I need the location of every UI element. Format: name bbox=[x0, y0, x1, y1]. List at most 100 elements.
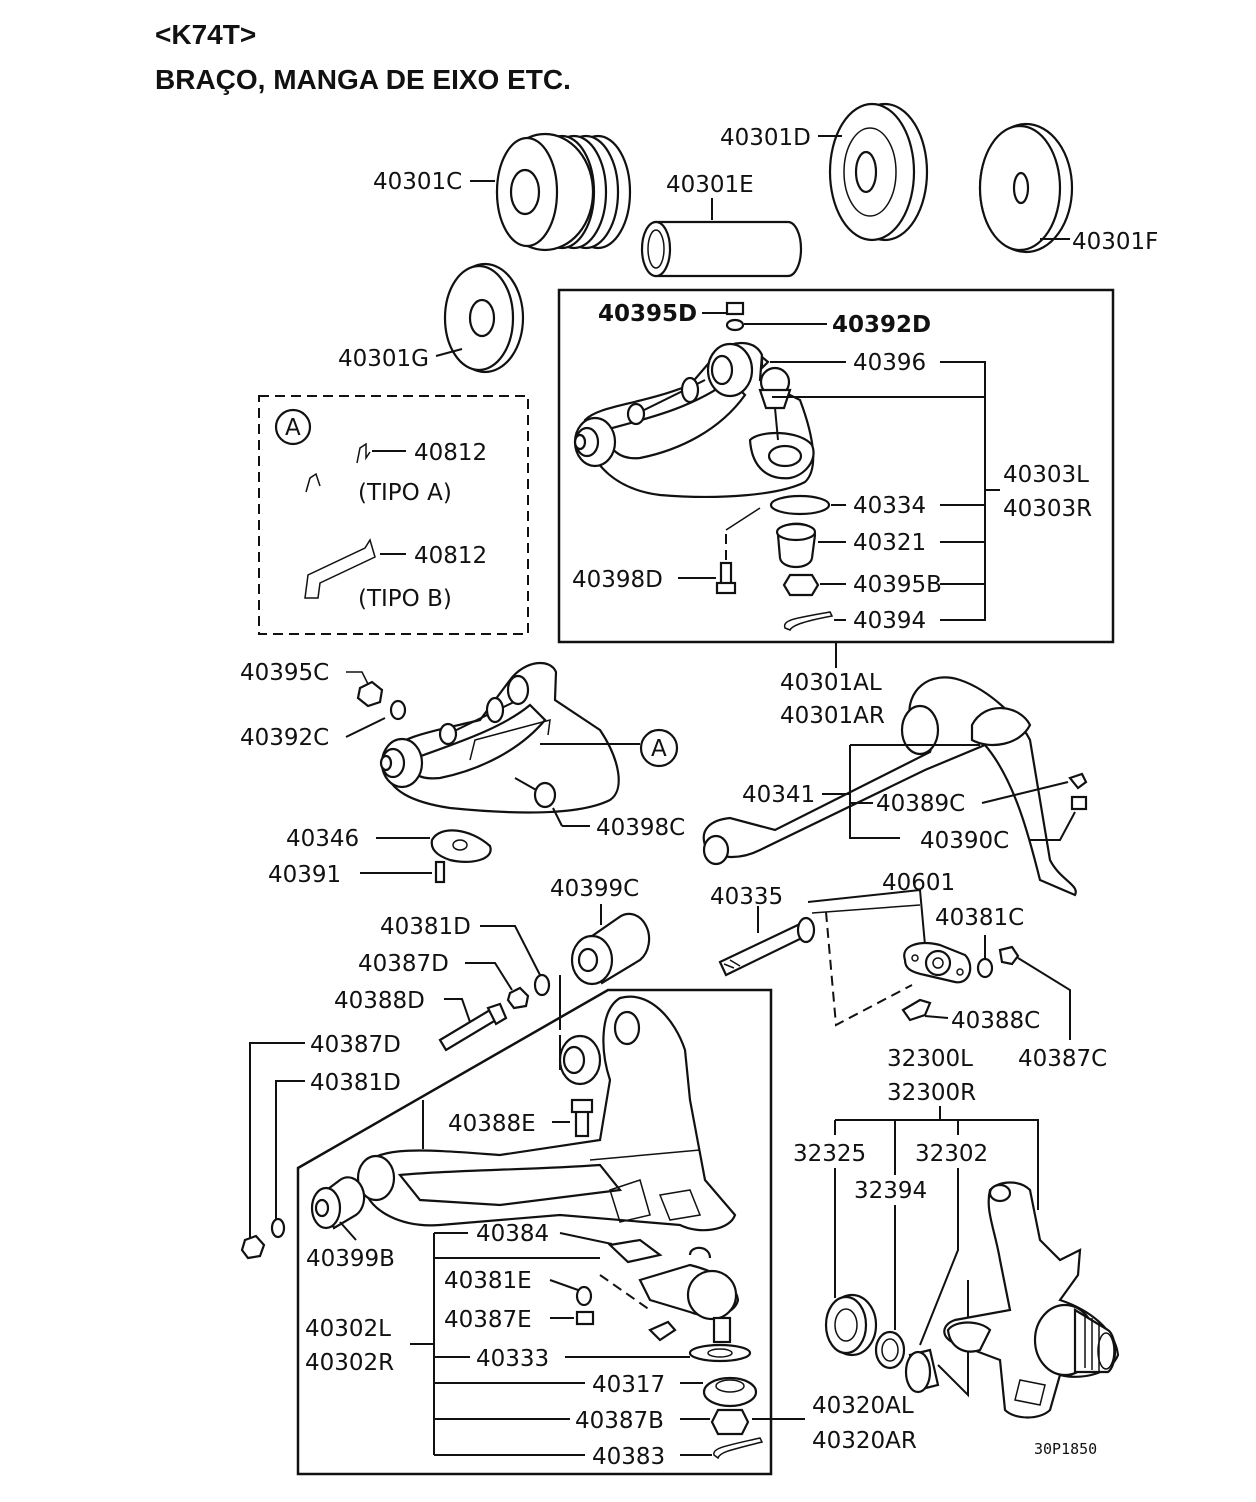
cam-plate-40601 bbox=[903, 942, 972, 984]
label-40320al: 40320AL bbox=[812, 1393, 914, 1419]
label-40335: 40335 bbox=[710, 884, 783, 910]
tipo-a-label: (TIPO A) bbox=[358, 480, 452, 506]
washer-40301g bbox=[443, 262, 525, 374]
label-40812-a: 40812 bbox=[414, 440, 487, 466]
nut-40387c bbox=[998, 945, 1020, 966]
bushing-40399b bbox=[310, 1176, 366, 1230]
bolt-40391 bbox=[434, 860, 446, 884]
bolt-40388e bbox=[570, 1098, 594, 1138]
figure-code: 30P1850 bbox=[1034, 1440, 1097, 1458]
label-40317: 40317 bbox=[592, 1372, 665, 1398]
label-40302l: 40302L bbox=[305, 1316, 391, 1342]
page-title: BRAÇO, MANGA DE EIXO ETC. bbox=[155, 64, 571, 95]
bolt-40388c bbox=[901, 998, 932, 1022]
boot-40317 bbox=[702, 1376, 758, 1408]
label-40334: 40334 bbox=[853, 493, 926, 519]
label-40387b: 40387B bbox=[575, 1408, 664, 1434]
label-40392c: 40392C bbox=[240, 725, 329, 751]
clip-40812-type-b bbox=[304, 538, 376, 599]
label-40321: 40321 bbox=[853, 530, 926, 556]
upper-arm-40303 bbox=[573, 342, 815, 498]
nut-40387e bbox=[575, 1310, 595, 1326]
label-40320ar: 40320AR bbox=[812, 1428, 917, 1454]
label-40388d: 40388D bbox=[334, 988, 425, 1014]
bolt-40388d bbox=[438, 1002, 508, 1052]
washer-40301f bbox=[978, 122, 1074, 254]
label-40301d: 40301D bbox=[720, 125, 811, 151]
washer-40381d-b bbox=[270, 1217, 286, 1239]
label-40384: 40384 bbox=[476, 1221, 549, 1247]
label-40392d: 40392D bbox=[832, 312, 931, 338]
label-32325: 32325 bbox=[793, 1141, 866, 1167]
grease-fitting-40396 bbox=[760, 354, 770, 371]
label-40812-b: 40812 bbox=[414, 543, 487, 569]
castle-nut-40387b bbox=[710, 1408, 750, 1436]
washer-40392d bbox=[725, 318, 745, 332]
label-40395c: 40395C bbox=[240, 660, 329, 686]
bolt-40398d bbox=[715, 561, 737, 595]
clip-40812-type-a bbox=[356, 442, 371, 464]
label-40303l: 40303L bbox=[1003, 462, 1089, 488]
upper-arm-exploded bbox=[379, 661, 620, 814]
nut-40395d bbox=[725, 301, 745, 316]
label-40387e: 40387E bbox=[444, 1307, 532, 1333]
label-40301e: 40301E bbox=[666, 172, 754, 198]
strut-bar-40341 bbox=[702, 676, 1077, 897]
label-40381e: 40381E bbox=[444, 1268, 532, 1294]
label-40398c: 40398C bbox=[596, 815, 685, 841]
label-40381d-b: 40381D bbox=[310, 1070, 401, 1096]
detail-a-marker bbox=[274, 408, 312, 446]
label-40333: 40333 bbox=[476, 1346, 549, 1372]
nut-40387d-b bbox=[240, 1234, 266, 1260]
label-40301g: 40301G bbox=[338, 346, 429, 372]
label-40383: 40383 bbox=[592, 1444, 665, 1470]
label-40601: 40601 bbox=[882, 870, 955, 896]
label-40399b: 40399B bbox=[306, 1246, 395, 1272]
bushing-40399c bbox=[570, 912, 651, 986]
washer-40381d-a bbox=[533, 973, 551, 997]
washer-40381e bbox=[575, 1285, 593, 1307]
label-40387d-a: 40387D bbox=[358, 951, 449, 977]
label-40381c: 40381C bbox=[935, 905, 1024, 931]
ball-joint-40320 bbox=[607, 1238, 740, 1344]
label-40301al: 40301AL bbox=[780, 670, 882, 696]
model-code: <K74T> bbox=[155, 19, 256, 50]
callout-a-marker bbox=[639, 728, 679, 768]
ring-40333 bbox=[688, 1343, 752, 1363]
label-40301c: 40301C bbox=[373, 169, 462, 195]
label-32302: 32302 bbox=[915, 1141, 988, 1167]
seal-32394 bbox=[874, 1330, 906, 1370]
callout-a-letter: A bbox=[651, 736, 667, 762]
label-40387c: 40387C bbox=[1018, 1046, 1107, 1072]
washer-40392c bbox=[389, 699, 407, 721]
boot-40321 bbox=[775, 522, 817, 569]
label-32300r: 32300R bbox=[887, 1080, 976, 1106]
washer-40389c bbox=[1068, 772, 1088, 790]
nut-40395c bbox=[356, 680, 384, 708]
label-40341: 40341 bbox=[742, 782, 815, 808]
label-40301ar: 40301AR bbox=[780, 703, 885, 729]
label-40346: 40346 bbox=[286, 826, 359, 852]
label-40391: 40391 bbox=[268, 862, 341, 888]
label-40303r: 40303R bbox=[1003, 496, 1092, 522]
label-40399c: 40399C bbox=[550, 876, 639, 902]
bolt-40335 bbox=[718, 916, 816, 977]
cotter-pin-40394 bbox=[783, 611, 834, 631]
label-40389c: 40389C bbox=[876, 791, 965, 817]
steering-knuckle-32300 bbox=[943, 1181, 1120, 1419]
label-40388e: 40388E bbox=[448, 1111, 536, 1137]
label-40395b: 40395B bbox=[853, 572, 942, 598]
label-40387d-b: 40387D bbox=[310, 1032, 401, 1058]
nut-40390c bbox=[1070, 795, 1088, 811]
label-40302r: 40302R bbox=[305, 1350, 394, 1376]
label-32300l: 32300L bbox=[887, 1046, 973, 1072]
label-40301f: 40301F bbox=[1072, 229, 1158, 255]
oil-seal-32325 bbox=[824, 1293, 878, 1357]
collar-40301e bbox=[640, 220, 803, 278]
label-40394: 40394 bbox=[853, 608, 926, 634]
tipo-b-label: (TIPO B) bbox=[358, 586, 452, 612]
label-40395d: 40395D bbox=[598, 301, 697, 327]
ring-40334 bbox=[769, 494, 831, 516]
bushing-40301d bbox=[828, 102, 929, 242]
